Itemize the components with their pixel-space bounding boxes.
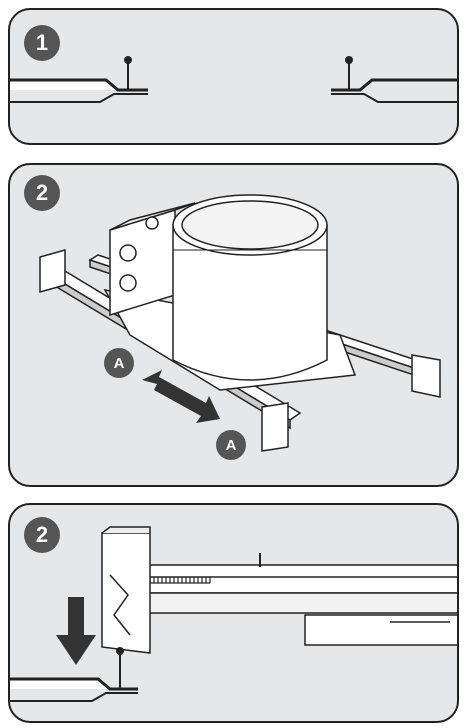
front-end-bracket [261, 402, 289, 452]
end-bracket [101, 526, 151, 654]
right-ceiling-line [331, 78, 457, 92]
bar-hanger-rail [139, 564, 457, 646]
right-hanger-dot [345, 56, 353, 64]
step-2-detail-panel: 2 [8, 503, 459, 723]
housing-can [172, 194, 328, 381]
left-ceiling-lower-line [10, 93, 148, 103]
left-ceiling-line [10, 78, 148, 92]
hanger-dot [116, 647, 124, 655]
callout-a-badge: A [104, 348, 134, 378]
step-number-badge: 1 [24, 25, 60, 61]
callout-a-badge: A [216, 430, 246, 460]
ceiling-line [10, 677, 138, 691]
ceiling-lower-line [10, 692, 138, 702]
ceiling-cutaway-drawing [10, 56, 457, 103]
step-2-panel: 2 [8, 163, 459, 487]
left-end-bracket [39, 249, 66, 293]
step-1-panel: 1 [8, 8, 459, 145]
left-ceiling-section [10, 80, 118, 90]
bar-hanger-detail-drawing [10, 526, 457, 702]
ceiling-section [10, 679, 110, 689]
step-number-badge: 2 [24, 175, 60, 211]
adjust-arrow [142, 370, 220, 423]
recessed-housing-drawing [39, 194, 441, 452]
right-ceiling-lower-line [331, 93, 457, 103]
step-number-badge: 2 [24, 517, 60, 553]
down-arrow [56, 597, 96, 665]
right-end-bracket [411, 354, 441, 398]
left-hanger-dot [124, 56, 132, 64]
